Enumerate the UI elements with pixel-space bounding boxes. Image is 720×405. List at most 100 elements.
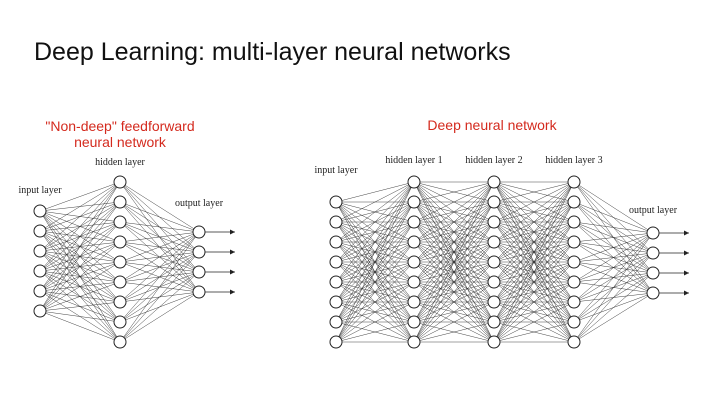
right-edge <box>413 321 495 343</box>
left-edge <box>119 231 200 283</box>
left-neuron-l2 <box>192 285 206 299</box>
right-edge <box>493 181 575 223</box>
right-output-arrowhead <box>684 250 689 256</box>
right-edge <box>335 201 415 343</box>
left-edge <box>39 310 121 323</box>
right-edge <box>573 232 654 283</box>
right-neuron-l3 <box>567 255 581 269</box>
left-output-arrowhead <box>230 229 235 235</box>
left-neuron-l1 <box>113 235 127 249</box>
right-neuron-l3 <box>567 295 581 309</box>
right-output-arrowhead <box>684 230 689 236</box>
left-edge <box>119 181 200 233</box>
right-edge <box>335 181 415 223</box>
right-neuron-l4 <box>646 246 660 260</box>
right-edge <box>335 301 415 343</box>
right-neuron-l2 <box>487 295 501 309</box>
right-edge <box>413 301 495 343</box>
left-neuron-l1 <box>113 215 127 229</box>
right-edge <box>493 181 575 343</box>
right-edge <box>413 181 495 343</box>
right-edge <box>335 181 415 303</box>
deep-network-caption: Deep neural network <box>427 117 557 133</box>
left-edge <box>39 301 121 312</box>
left-neuron-l1 <box>113 335 127 349</box>
deep-output-layer-label: output layer <box>628 205 678 216</box>
right-edge <box>493 281 575 343</box>
right-edge <box>573 232 654 243</box>
right-neuron-l0 <box>329 315 343 329</box>
right-edge <box>413 281 495 343</box>
right-edge <box>573 221 654 234</box>
right-neuron-l1 <box>407 175 421 189</box>
right-edge <box>335 281 415 343</box>
left-edge <box>39 181 121 212</box>
right-neuron-l0 <box>329 295 343 309</box>
right-neuron-l0 <box>329 215 343 229</box>
right-edge <box>493 261 575 343</box>
right-edge <box>335 181 415 243</box>
left-edge <box>119 231 200 243</box>
right-edge <box>493 241 575 343</box>
deep-hidden-layer-2-label: hidden layer 2 <box>465 155 523 166</box>
shallow-network-caption: "Non-deep" feedforward neural network <box>10 118 230 150</box>
right-edge <box>493 181 575 283</box>
deep-hidden-layer-1-label: hidden layer 1 <box>385 155 443 166</box>
left-edge <box>39 281 121 312</box>
left-neuron-l0 <box>33 264 47 278</box>
right-neuron-l4 <box>646 286 660 300</box>
left-edge <box>39 221 121 312</box>
left-neuron-l1 <box>113 195 127 209</box>
right-edge <box>335 181 415 203</box>
right-neuron-l2 <box>487 275 501 289</box>
shallow-input-layer-label: input layer <box>18 185 62 196</box>
right-edge <box>335 181 415 283</box>
right-edge <box>413 181 495 203</box>
right-edge <box>335 321 415 343</box>
right-neuron-l1 <box>407 275 421 289</box>
right-edge <box>493 181 575 323</box>
right-neuron-l2 <box>487 195 501 209</box>
right-edge <box>335 181 415 343</box>
right-edge <box>493 301 575 343</box>
output-arrows <box>205 229 689 296</box>
left-output-arrowhead <box>230 289 235 295</box>
right-edge <box>573 232 654 303</box>
right-neuron-l2 <box>487 315 501 329</box>
right-neuron-l3 <box>567 335 581 349</box>
right-edge <box>413 241 495 343</box>
deep-input-layer-label: input layer <box>314 165 358 176</box>
left-edge <box>39 181 121 312</box>
left-edge <box>119 231 200 303</box>
left-edge <box>119 221 200 233</box>
left-neuron-l0 <box>33 304 47 318</box>
left-neuron-l1 <box>113 175 127 189</box>
right-neuron-l3 <box>567 235 581 249</box>
right-edge <box>493 181 575 263</box>
right-edge <box>493 201 575 343</box>
left-edge <box>39 181 121 292</box>
right-edge <box>573 232 654 323</box>
left-edge <box>39 261 121 312</box>
left-neuron-l1 <box>113 315 127 329</box>
left-neuron-l1 <box>113 295 127 309</box>
shallow-network-caption-line2: neural network <box>74 134 166 150</box>
left-edge <box>119 271 200 343</box>
deep-hidden-layer-3-label: hidden layer 3 <box>545 155 603 166</box>
right-edge <box>413 221 495 343</box>
right-neuron-l2 <box>487 235 501 249</box>
left-neuron-l2 <box>192 225 206 239</box>
right-neuron-l2 <box>487 175 501 189</box>
left-edge <box>39 181 121 232</box>
right-edge <box>493 181 575 203</box>
right-neuron-l1 <box>407 255 421 269</box>
right-neuron-l0 <box>329 195 343 209</box>
left-neuron-l0 <box>33 204 47 218</box>
right-edge <box>413 181 495 283</box>
left-edge <box>119 231 200 263</box>
right-neuron-l3 <box>567 275 581 289</box>
right-edge <box>413 181 495 223</box>
right-edge <box>573 272 654 343</box>
right-edge <box>573 201 654 234</box>
shallow-output-layer-label: output layer <box>174 198 224 209</box>
